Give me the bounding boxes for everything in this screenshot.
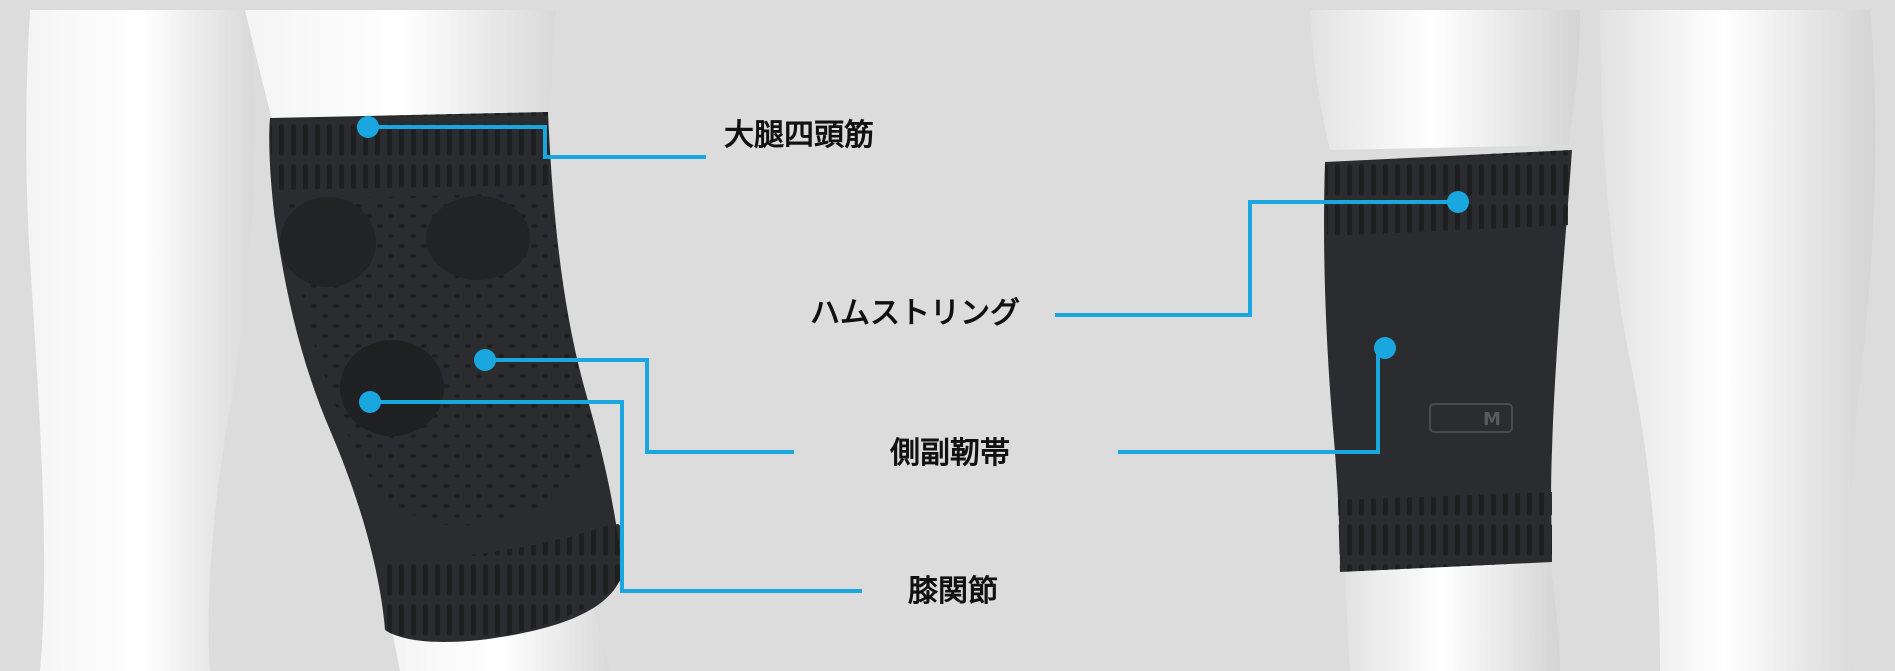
- label-knee-joint: 膝関節: [908, 574, 998, 609]
- right-thigh: [1310, 10, 1580, 150]
- left-sleeve-top-band: [270, 112, 550, 190]
- callout-dot-ligament-left: [474, 349, 496, 371]
- left-sleeve-bottom-band: [385, 520, 622, 642]
- callout-line-knee: [370, 400, 862, 593]
- label-quadriceps: 大腿四頭筋: [724, 118, 874, 153]
- right-mannequin: [1310, 10, 1876, 671]
- callout-dot-quadriceps: [357, 116, 379, 138]
- label-collateral-ligament: 側副靭帯: [890, 436, 1010, 471]
- callout-line-quadriceps: [368, 125, 706, 159]
- right-shin: [1345, 560, 1560, 671]
- callout-dot-knee: [359, 391, 381, 413]
- size-tag: [1429, 403, 1513, 433]
- right-sleeve-body: [1324, 150, 1572, 572]
- left-knee-sleeve: [269, 112, 622, 642]
- callout-dots: [357, 116, 1469, 413]
- callout-lines: [368, 125, 1458, 593]
- left-sleeve-pad-upper-left: [280, 197, 376, 287]
- right-sleeve-bottom-band: [1338, 492, 1552, 572]
- left-sleeve-pad-upper-right: [426, 196, 530, 280]
- left-front-thigh: [245, 10, 556, 120]
- left-back-leg: [26, 10, 255, 671]
- right-knee-sleeve: M: [1324, 150, 1572, 572]
- size-tag-label: M: [1483, 409, 1501, 430]
- right-sleeve-top-band: [1325, 150, 1572, 236]
- left-sleeve-pad-knee: [340, 340, 444, 436]
- label-hamstrings: ハムストリング: [810, 296, 1020, 331]
- left-sleeve-perforation: [285, 192, 600, 526]
- callout-line-hamstrings: [1055, 200, 1458, 317]
- left-mannequin: [26, 10, 610, 671]
- callout-line-ligament-left: [485, 358, 794, 454]
- right-back-leg: [1600, 10, 1876, 671]
- callout-dot-ligament-right: [1374, 337, 1396, 359]
- callout-dot-hamstrings: [1447, 191, 1469, 213]
